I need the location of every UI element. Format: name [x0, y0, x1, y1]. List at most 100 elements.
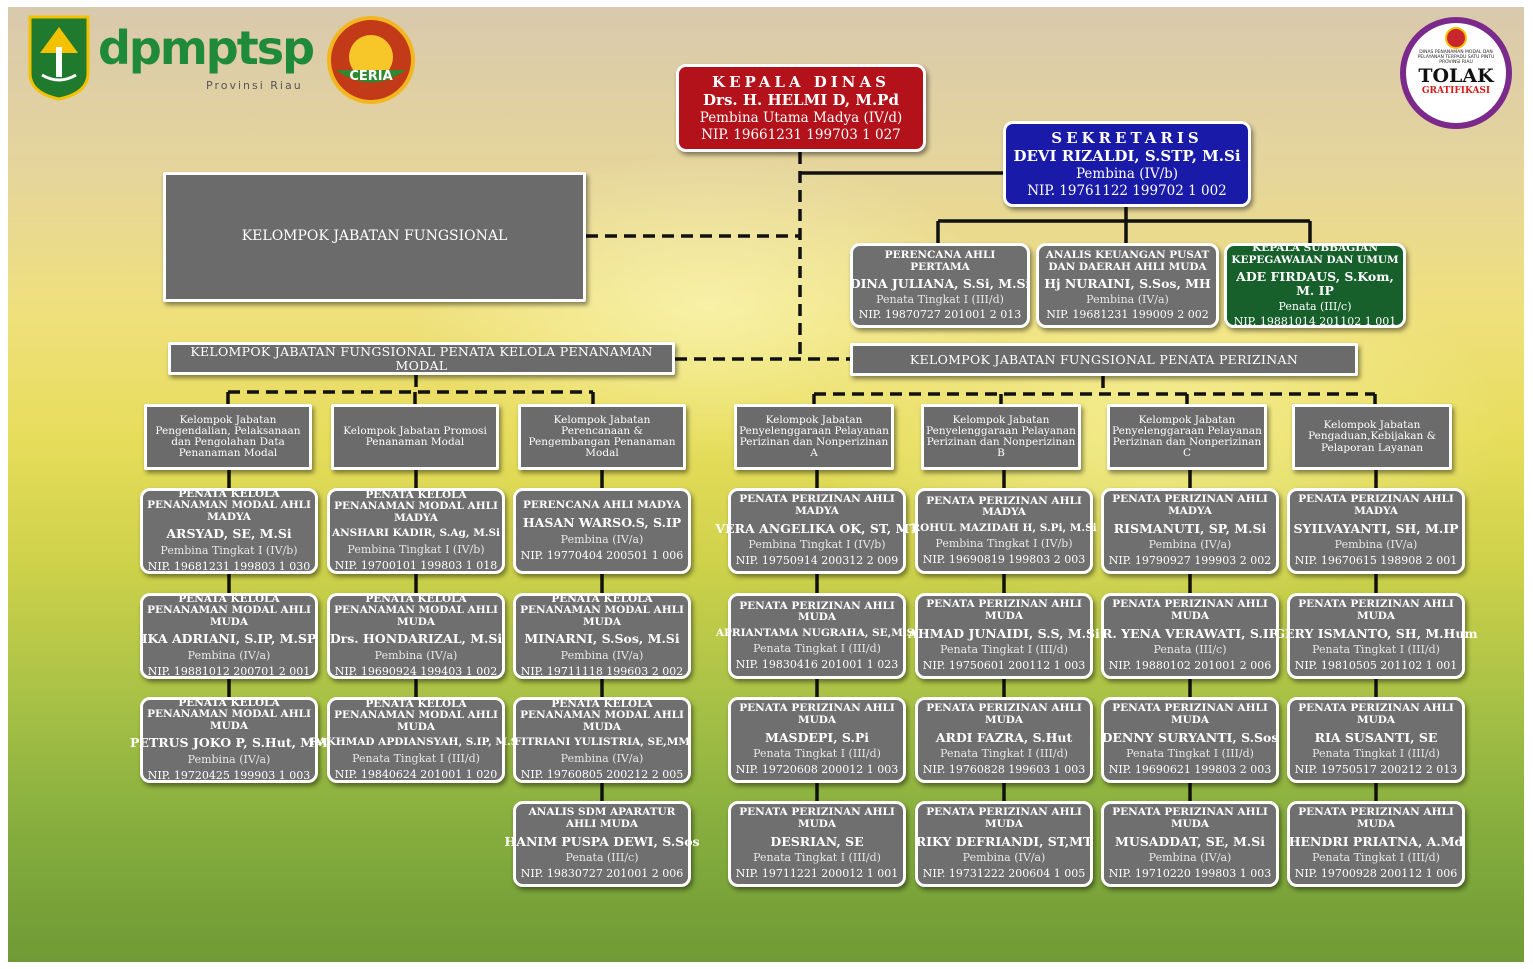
staff-rank: Pembina Tingkat I (IV/b): [347, 543, 485, 556]
staff-nip: NIP. 19760805 200212 2 005: [520, 768, 684, 782]
staff-role: PENATA KELOLA PENANAMAN MODAL AHLI MUDA: [520, 697, 684, 733]
staff-rank: Penata Tingkat I (III/d): [1126, 747, 1254, 761]
staff-name: DESRIAN, SE: [770, 833, 864, 849]
staff-nip: NIP. 19880102 201001 2 006: [1108, 659, 1272, 673]
staff-nip: NIP. 19690621 199803 2 003: [1108, 763, 1272, 777]
banner-penata-kelola-penanaman-modal: KELOMPOK JABATAN FUNGSIONAL PENATA KELOL…: [168, 342, 675, 375]
staff-nip: NIP. 19731222 200604 1 005: [922, 867, 1086, 881]
staff-nip: NIP. 19681231 199803 1 030: [147, 560, 311, 574]
staff-role: KEPALA SUBBAGIAN KEPEGAWAIAN DAN UMUM: [1231, 242, 1399, 266]
kelompok-jabatan-fungsional-box: KELOMPOK JABATAN FUNGSIONAL: [163, 172, 586, 302]
staff-nip: NIP. 19720425 199903 1 003: [147, 769, 311, 783]
staff-rank: Pembina (IV/a): [560, 649, 644, 663]
staff-rank: Penata Tingkat I (III/d): [1312, 643, 1440, 657]
staff-role: PENATA KELOLA PENANAMAN MODAL AHLI MUDA: [334, 697, 498, 733]
tolak-gratifikasi-badge: DINAS PENANAMAN MODAL DAN PELAYANAN TERP…: [1400, 17, 1512, 129]
group-header-3: Kelompok Jabatan Perencanaan & Pengemban…: [518, 404, 686, 470]
staff-name: DENNY SURYANTI, S.Sos: [1101, 729, 1279, 745]
staff-rank: Pembina Tingkat I (IV/b): [160, 544, 298, 558]
staff-role: PENATA KELOLA PENANAMAN MODAL AHLI MUDA: [147, 696, 311, 732]
staff-name: VERA ANGELIKA OK, ST, MT: [715, 520, 919, 536]
group-header-6: Kelompok Jabatan Penyelenggaraan Pelayan…: [1107, 404, 1267, 470]
dpmptsp-logo: dpmptsp Provinsi Riau: [98, 19, 323, 99]
staff-role: ANALIS KEUANGAN PUSAT DAN DAERAH AHLI MU…: [1045, 248, 1210, 273]
staff-rank: Penata Tingkat I (III/d): [876, 292, 1004, 306]
fungsional-label: KELOMPOK JABATAN FUNGSIONAL: [241, 228, 508, 245]
banner-right-label: KELOMPOK JABATAN FUNGSIONAL PENATA PERIZ…: [909, 351, 1299, 367]
staff-nip: NIP. 19710220 199803 1 003: [1108, 867, 1272, 881]
staff-card: PENATA KELOLA PENANAMAN MODAL AHLI MADYA…: [327, 488, 505, 574]
staff-name: ARDI FAZRA, S.Hut: [935, 729, 1073, 745]
staff-name: SYILVAYANTI, SH, M.IP: [1293, 520, 1459, 536]
staff-role: PERENCANA AHLI MADYA: [523, 499, 681, 512]
badge-tolak-text: TOLAK: [1418, 64, 1494, 87]
group-header-label: Kelompok Jabatan Pengaduan,Kebijakan & P…: [1308, 419, 1436, 454]
staff-rank: Pembina (IV/a): [1148, 538, 1232, 552]
sekretaris-name: DEVI RIZALDI, S.STP, M.Si: [1013, 147, 1241, 166]
staff-nip: NIP. 19760828 199603 1 003: [922, 763, 1086, 777]
staff-role: PENATA PERIZINAN AHLI MUDA: [1298, 702, 1454, 727]
staff-rank: Pembina (IV/a): [1148, 851, 1232, 865]
staff-role: PENATA PERIZINAN AHLI MUDA: [739, 702, 895, 727]
staff-role: PENATA PERIZINAN AHLI MUDA: [1298, 806, 1454, 831]
staff-nip: NIP. 19830416 201001 1 023: [735, 658, 899, 672]
kepala-name: Drs. H. HELMI D, M.Pd: [703, 91, 899, 110]
group-header-4: Kelompok Jabatan Penyelenggaraan Pelayan…: [734, 404, 894, 470]
staff-rank: Penata Tingkat I (III/d): [753, 642, 881, 656]
staff-rank: Pembina (IV/a): [187, 649, 271, 663]
staff-nip: NIP. 19711221 200012 1 001: [735, 867, 899, 881]
staff-nip: NIP. 19810505 201102 1 001: [1294, 659, 1458, 673]
staff-name: RIKY DEFRIANDI, ST,MT: [915, 833, 1093, 849]
staff-name: RISMANUTI, SP, M.Si: [1113, 520, 1267, 536]
staff-role: PENATA KELOLA PENANAMAN MODAL AHLI MUDA: [520, 592, 684, 628]
group-header-label: Kelompok Jabatan Penyelenggaraan Pelayan…: [926, 413, 1076, 460]
staff-rank: Pembina (IV/a): [962, 851, 1046, 865]
staff-rank: Pembina (IV/a): [187, 753, 271, 767]
staff-role: PENATA PERIZINAN AHLI MUDA: [739, 599, 895, 624]
staff-nip: NIP. 19681231 199009 2 002: [1046, 307, 1209, 321]
staff-nip: NIP. 19690924 199403 1 002: [334, 665, 498, 679]
sekretaris-rank: Pembina (IV/b): [1075, 165, 1179, 182]
staff-name: FITRIANI YULISTRIA, SE,MM: [513, 736, 691, 749]
staff-name: R. YENA VERAWATI, S.IP: [1102, 625, 1278, 641]
staff-nip: NIP. 19690819 199803 2 003: [922, 553, 1086, 567]
staff-role: PENATA KELOLA PENANAMAN MODAL AHLI MADYA: [334, 488, 498, 524]
staff-role: PENATA PERIZINAN AHLI MUDA: [926, 702, 1082, 727]
staff-role: PENATA KELOLA PENANAMAN MODAL AHLI MADYA: [147, 487, 311, 523]
staff-rank: Penata Tingkat I (III/d): [753, 747, 881, 761]
kasubag-card: KEPALA SUBBAGIAN KEPEGAWAIAN DAN UMUM AD…: [1224, 242, 1406, 328]
staff-card: PENATA KELOLA PENANAMAN MODAL AHLI MUDA P…: [130, 696, 328, 783]
staff-nip: NIP. 19720608 200012 1 003: [735, 763, 899, 777]
sekretaris-nip: NIP. 19761122 199702 1 002: [1027, 182, 1227, 199]
staff-role: PENATA PERIZINAN AHLI MUDA: [1298, 598, 1454, 623]
staff-rank: Penata Tingkat I (III/d): [352, 752, 480, 765]
staff-name: HANIM PUSPA DEWI, S.Sos: [504, 833, 700, 849]
ceria-logo-text: CERIA: [349, 69, 393, 84]
org-chart-canvas: dpmptsp Provinsi Riau CERIA DINAS PENANA…: [8, 7, 1524, 962]
staff-rank: Pembina (IV/a): [560, 752, 644, 765]
staff-role: PENATA PERIZINAN AHLI MUDA: [1112, 806, 1268, 831]
sek-staff-card-2: ANALIS KEUANGAN PUSAT DAN DAERAH AHLI MU…: [1036, 243, 1219, 328]
staff-card: PENATA KELOLA PENANAMAN MODAL AHLI MUDA M…: [513, 593, 691, 679]
badge-agency-text: DINAS PENANAMAN MODAL DAN PELAYANAN TERP…: [1417, 50, 1495, 65]
dpmptsp-logo-subtitle: Provinsi Riau: [206, 79, 303, 92]
staff-rank: Pembina Tingkat I (IV/b): [935, 537, 1073, 551]
kepala-dinas-box: KEPALA DINAS Drs. H. HELMI D, M.Pd Pembi…: [676, 64, 926, 152]
staff-rank: Penata Tingkat I (III/d): [940, 747, 1068, 761]
staff-name: MINARNI, S.Sos, M.Si: [524, 631, 680, 647]
badge-emblem-icon: [1445, 27, 1467, 49]
staff-nip: NIP. 19770404 200501 1 006: [520, 548, 684, 562]
